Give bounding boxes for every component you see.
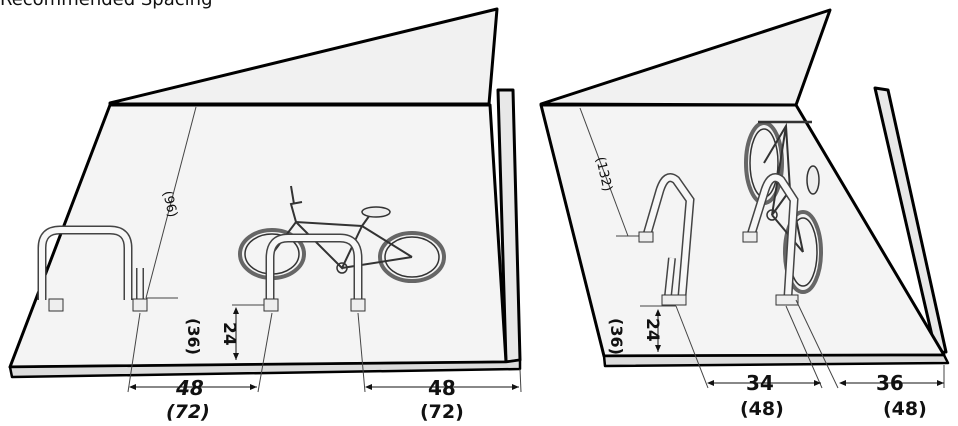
right-spacing2-metric: (48) [883,398,927,420]
left-diagram: (96) [8,7,522,423]
left-rack-2 [263,233,366,312]
right-spacing1-imperial: 34 [746,371,774,395]
left-back-wall [108,7,499,106]
left-rack-1 [37,225,148,312]
left-depth-label: (96) [159,190,180,219]
left-spacing2-imperial: 48 [428,376,456,400]
left-spacing2-metric: (72) [420,401,464,423]
right-bicycle [744,120,823,294]
left-offset-imperial: 24 [219,322,239,346]
right-rack-1 [638,173,695,306]
left-spacing1-metric: (72) [166,401,210,423]
right-floor [539,103,946,358]
right-side-wall [873,86,948,355]
right-spacing1-metric: (48) [740,398,784,420]
right-diagram: (132) [539,8,950,420]
right-spacing2-imperial: 36 [876,371,904,395]
right-offset-metric: (36) [607,318,626,355]
right-offset-imperial: 24 [642,318,662,342]
diagram-title: Recommended Spacing [0,0,213,10]
right-rack-2 [742,173,799,306]
left-spacing1-imperial: 48 [175,376,204,400]
left-floor-edge [8,358,522,379]
left-offset-metric: (36) [184,318,203,355]
right-back-wall [539,8,832,107]
right-floor-edge [602,353,950,368]
